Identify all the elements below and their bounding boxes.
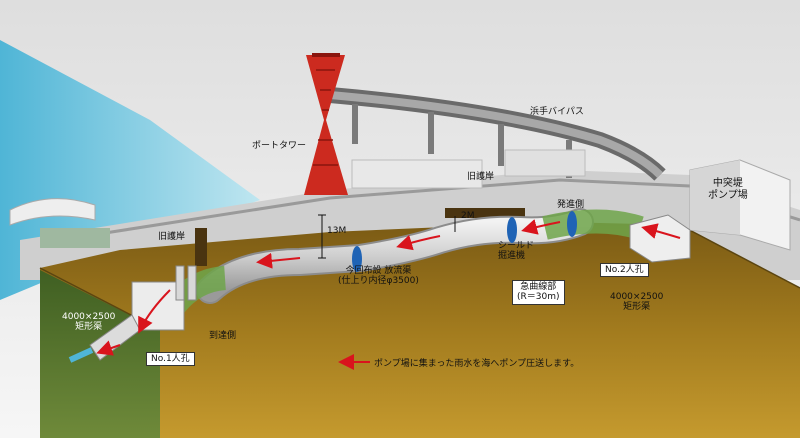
port-tower-label: ポートタワー bbox=[252, 141, 307, 151]
pump-station-label: 中突堤 ポンプ場 bbox=[708, 178, 748, 201]
manhole-1-label: No.1人孔 bbox=[146, 352, 195, 367]
flow-arrows bbox=[96, 219, 681, 356]
building-center bbox=[351, 159, 483, 189]
pump-station bbox=[689, 159, 791, 251]
old-revetment-left bbox=[195, 228, 207, 266]
park-area bbox=[40, 228, 110, 248]
culvert-right-label: 4000×2500 矩形渠 bbox=[610, 292, 664, 313]
culvert-left-label: 4000×2500 矩形渠 bbox=[62, 312, 116, 333]
departure-side-label: 発進側 bbox=[557, 200, 585, 210]
legend-text: ポンプ場に集まった雨水を海へポンプ圧送します。 bbox=[374, 359, 580, 369]
hamate-bypass-label: 浜手バイパス bbox=[530, 107, 584, 117]
old-revetment-left-label: 旧護岸 bbox=[158, 232, 186, 242]
port-tower bbox=[304, 53, 348, 195]
shield-machine-label: シールド 掘進機 bbox=[498, 241, 535, 262]
building-right bbox=[504, 149, 586, 177]
waterfront-building bbox=[9, 198, 96, 226]
depth-label: 13M bbox=[327, 226, 347, 236]
gap-label: 2M bbox=[461, 211, 475, 221]
arrival-side-label: 到達側 bbox=[209, 331, 237, 341]
sharp-curve-label: 急曲線部 (R＝30m) bbox=[512, 280, 565, 305]
outflow bbox=[68, 347, 94, 363]
shield-machine bbox=[352, 211, 577, 272]
depth-dimension bbox=[318, 214, 326, 259]
old-revetment-upper-label: 旧護岸 bbox=[467, 172, 495, 182]
drain-pipe-label: 今回布設 放流渠 (仕上り内径φ3500) bbox=[338, 266, 419, 287]
manhole-2-label: No.2人孔 bbox=[600, 263, 649, 278]
old-revetment-upper bbox=[445, 208, 525, 218]
